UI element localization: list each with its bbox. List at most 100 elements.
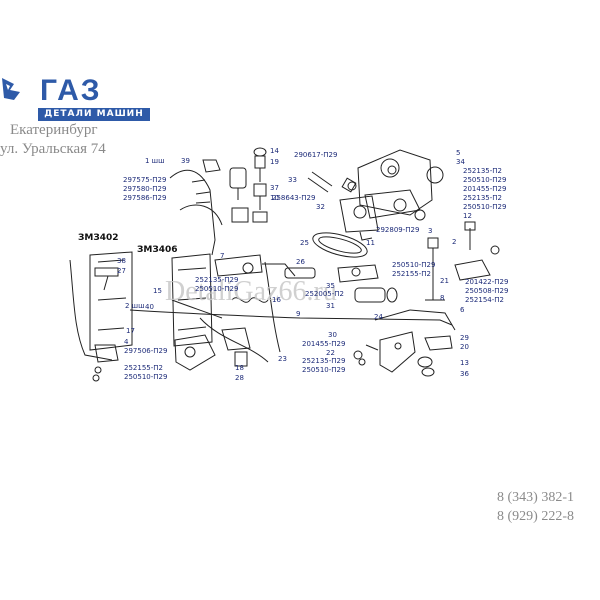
brand-logo-text: ГАЗ	[40, 74, 102, 107]
callout-pg1: 252005-П2	[305, 290, 344, 298]
callout-10: 10	[270, 194, 279, 202]
callout-pa3: 297586-П29	[123, 194, 166, 202]
engine-label-zm402: ЗМЗ402	[78, 233, 119, 243]
lever-26	[337, 264, 379, 283]
callout-pc1: 252135-П2	[463, 167, 502, 175]
callout-6: 6	[460, 306, 465, 314]
callout-16: 16	[272, 296, 281, 304]
callout-pf2: 252155-П2	[392, 270, 431, 278]
callout-18: 18	[235, 364, 244, 372]
drive-belt	[312, 232, 368, 258]
brand-address: ул. Уральская 74	[0, 141, 106, 157]
callout-21: 21	[440, 277, 449, 285]
cable-runs	[69, 259, 456, 363]
bracket-assembly	[339, 149, 444, 241]
callout-40: 40	[145, 303, 154, 311]
lever-38	[94, 267, 119, 291]
callout-32: 32	[316, 203, 325, 211]
callout-24: 24	[374, 313, 383, 321]
callout-pi1: 297506-П29	[124, 347, 167, 355]
callout-pj1: 252155-П2	[124, 364, 163, 372]
phone-number-2: 8 (929) 222-8	[497, 509, 574, 524]
callout-20: 20	[460, 343, 469, 351]
phone-number-1: 8 (343) 382-1	[497, 490, 574, 505]
actuator-7	[214, 254, 316, 279]
callout-pc3: 201455-П29	[463, 185, 506, 193]
callout-pa1: 297575-П29	[123, 176, 166, 184]
gaz-logo	[2, 78, 20, 100]
callout-11: 11	[366, 239, 375, 247]
callout-pa2: 297580-П29	[123, 185, 166, 193]
engine-labels: ЗМЗ402 ЗМЗ406	[78, 233, 178, 255]
callout-pl1: 252135-П29	[302, 357, 345, 365]
washers-13-36	[417, 356, 435, 377]
callout-26: 26	[296, 258, 305, 266]
callout-pd1: 292809-П29	[376, 226, 419, 234]
callout-pb1: 290617-П29	[294, 151, 337, 159]
callout-pc2: 250510-П29	[463, 176, 506, 184]
callout-pl2: 250510-П29	[302, 366, 345, 374]
callout-29: 29	[460, 334, 469, 342]
callout-2: 2	[452, 238, 456, 246]
deer-emblem-icon	[2, 78, 20, 100]
callout-7: 7	[220, 252, 224, 260]
brand-city: Екатеринбург	[10, 122, 98, 138]
bracket-17	[92, 344, 119, 382]
callout-3: 3	[428, 227, 432, 235]
callout-27: 27	[117, 267, 126, 275]
nuts-22	[353, 344, 379, 366]
engine-frame-left	[89, 251, 133, 351]
callout-17: 17	[126, 327, 135, 335]
engine-frame-right	[171, 253, 213, 347]
callout-1: 1 шш	[145, 157, 165, 165]
callout-15: 15	[153, 287, 162, 295]
callout-pb2: 258643-П29	[272, 194, 315, 202]
callout-22: 22	[326, 349, 335, 357]
spring-16	[231, 297, 269, 303]
callout-36: 36	[460, 370, 469, 378]
callout-30: 30	[328, 331, 337, 339]
bracket-18	[174, 327, 251, 371]
callout-pe1: 252135-П29	[195, 276, 238, 284]
callout-37: 37	[270, 184, 279, 192]
callout-35: 35	[326, 282, 335, 290]
callout-ph2: 250508-П29	[465, 287, 508, 295]
watermark: DetaliGaz66.ru	[165, 276, 337, 307]
callout-pc4: 252135-П2	[463, 194, 502, 202]
brand-tagline: ДЕТАЛИ МАШИН	[38, 108, 150, 121]
callout-pk1: 201455-П29	[302, 340, 345, 348]
callout-8: 8	[440, 294, 444, 302]
callout-5: 5	[456, 149, 460, 157]
callout-31: 31	[326, 302, 335, 310]
callout-14: 14	[270, 147, 279, 155]
callout-25: 25	[300, 239, 309, 247]
engine-label-zm406: ЗМЗ406	[137, 245, 178, 255]
callout-2-sh: 2 шш	[125, 302, 145, 310]
bracket-29	[379, 331, 453, 373]
callout-ph1: 201422-П29	[465, 278, 508, 286]
callout-9: 9	[296, 310, 300, 318]
pipe-3	[425, 237, 445, 301]
bolts	[307, 171, 357, 193]
callout-39: 39	[181, 157, 190, 165]
cylinder-31	[354, 287, 398, 303]
callout-ph3: 252154-П2	[465, 296, 504, 304]
callout-pf1: 250510-П29	[392, 261, 435, 269]
upper-linkage	[169, 159, 247, 256]
callout-13: 13	[460, 359, 469, 367]
callout-33: 33	[288, 176, 297, 184]
callout-23: 23	[278, 355, 287, 363]
callout-34: 34	[456, 158, 465, 166]
callout-19: 19	[270, 158, 279, 166]
callout-38: 38	[117, 257, 126, 265]
callout-12: 12	[463, 212, 472, 220]
callout-28: 28	[235, 374, 244, 382]
callout-numbers: 1 шш 39 297575-П29 297580-П29 297586-П29…	[117, 147, 508, 382]
callout-pc5: 250510-П29	[463, 203, 506, 211]
callout-4: 4	[124, 338, 129, 346]
sensor-stack	[231, 147, 268, 223]
callout-pj2: 250510-П29	[124, 373, 167, 381]
pipe-12	[454, 221, 500, 281]
